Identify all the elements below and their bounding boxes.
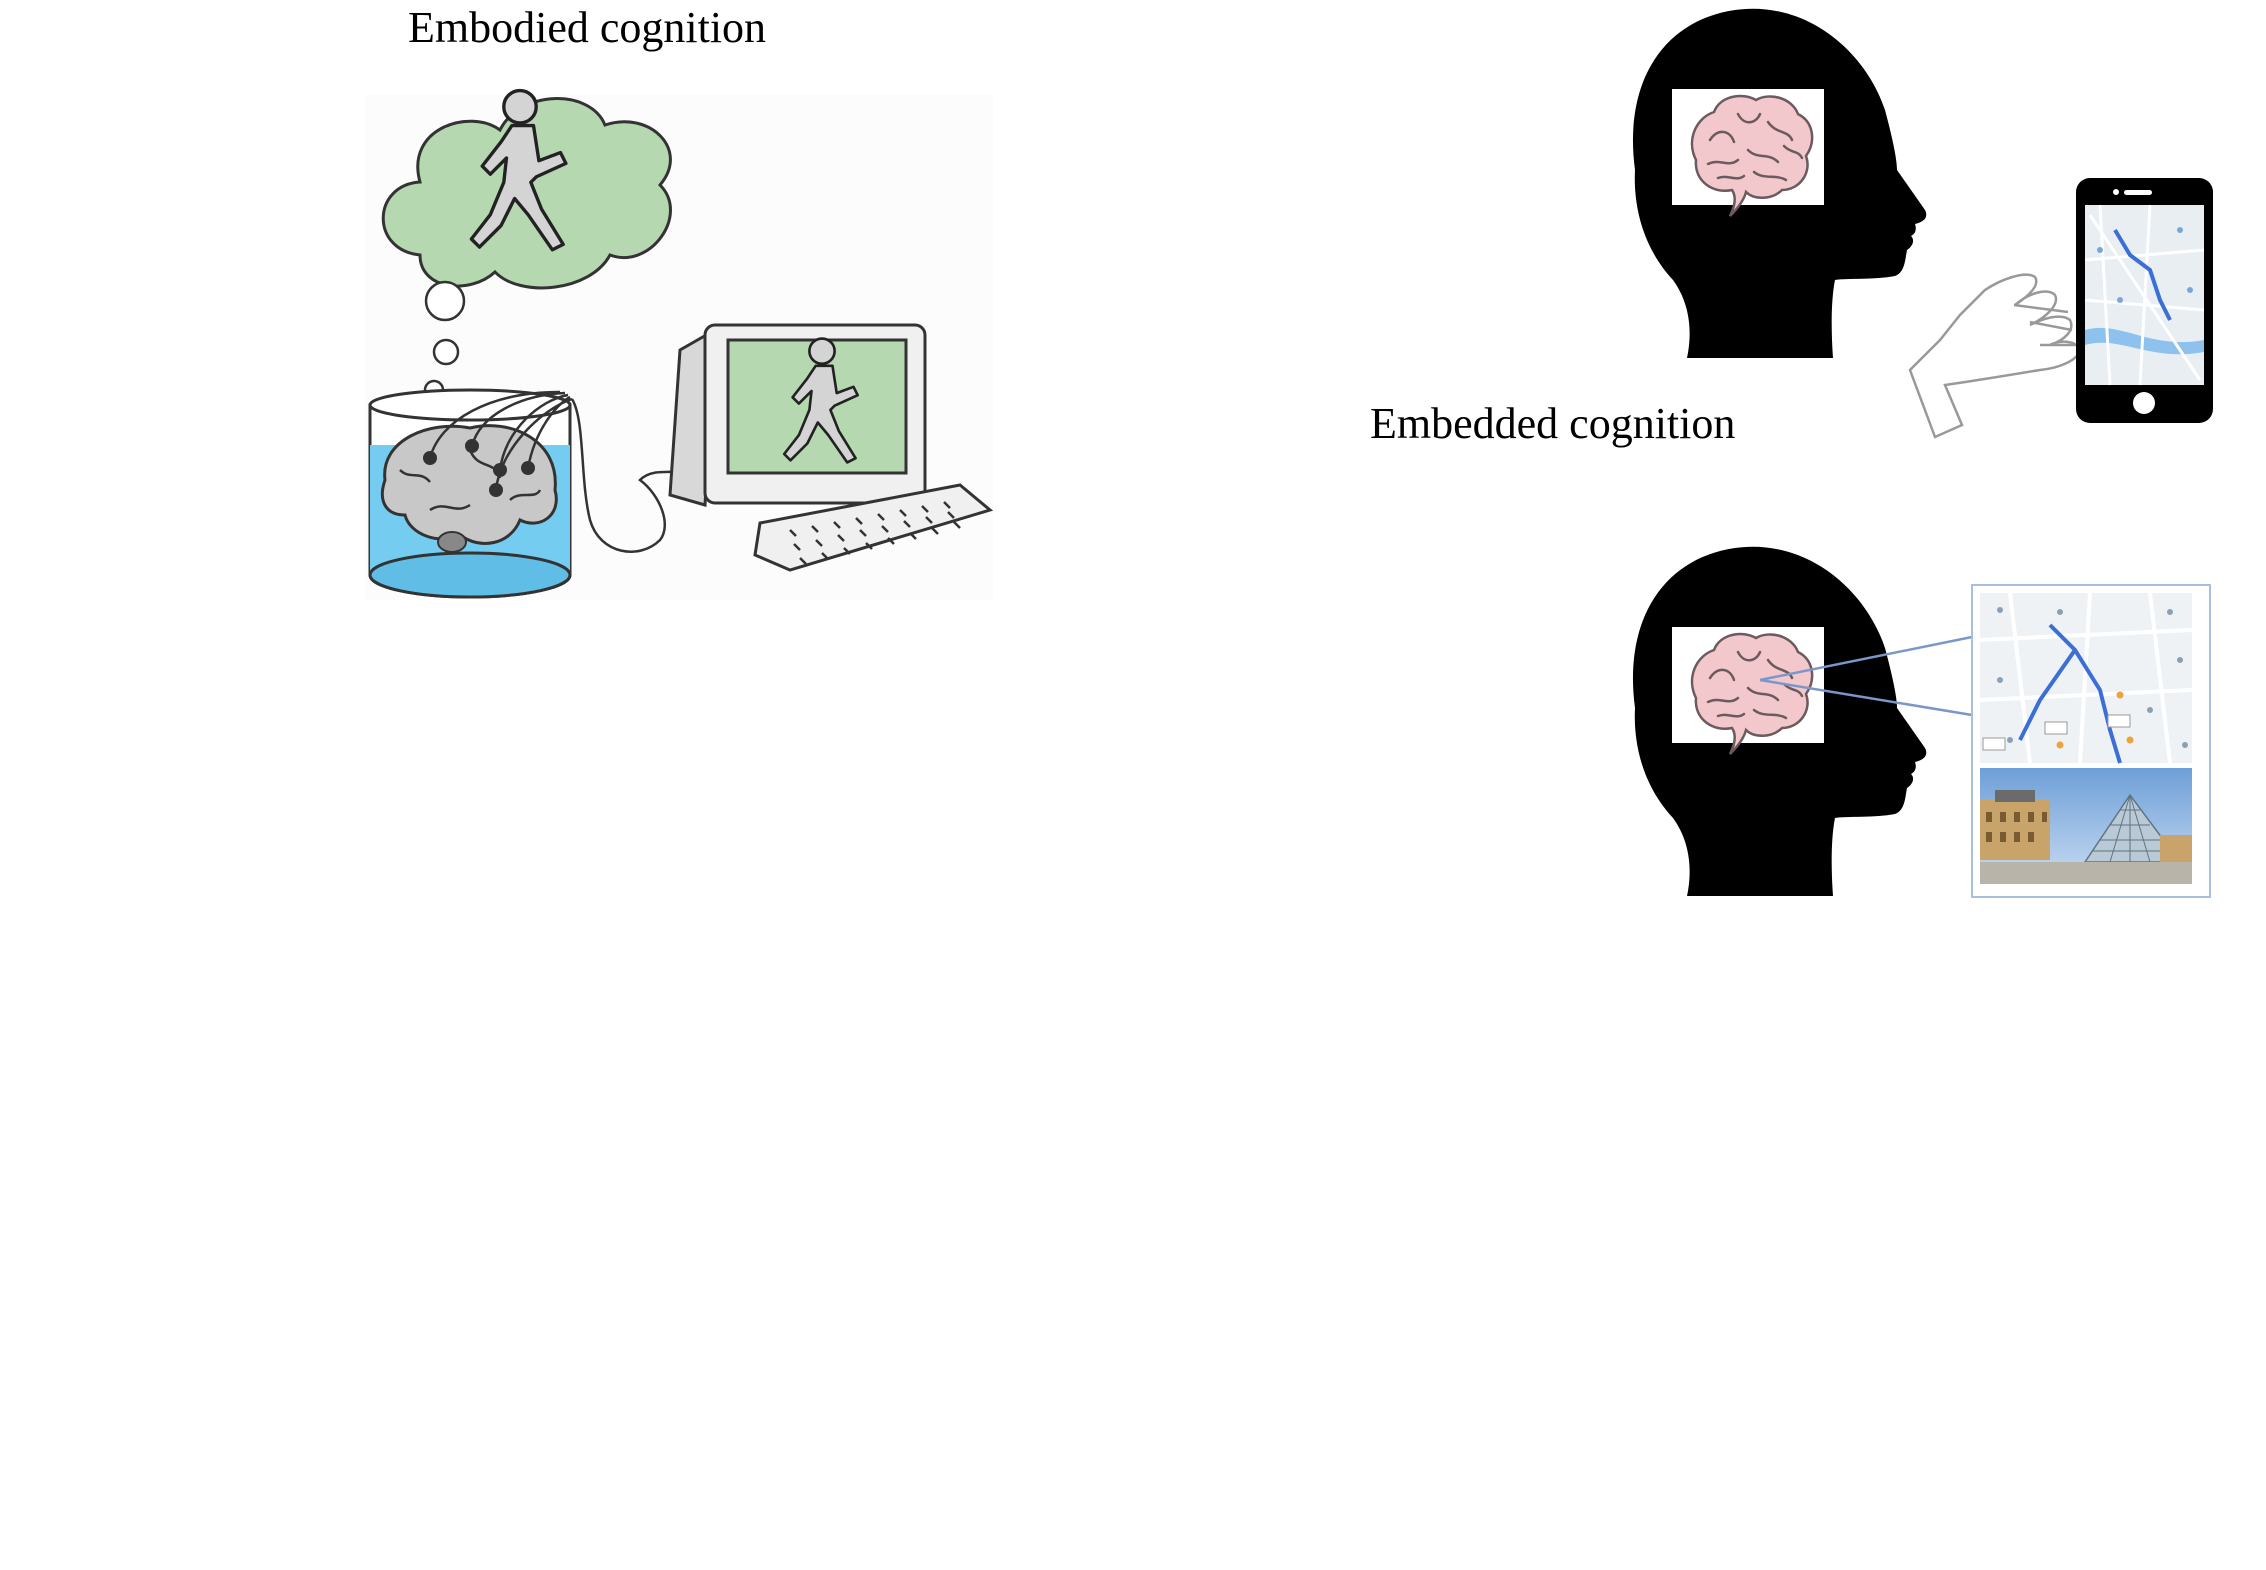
- keyboard-icon: [753, 483, 994, 572]
- smartphone-icon: [2076, 178, 2213, 423]
- louvre-photo-icon: [1980, 768, 2192, 884]
- connector-lines: [1759, 635, 1973, 717]
- embedded-bottom-illustration: [1632, 546, 2211, 898]
- embodied-illustration: [365, 88, 994, 600]
- brain-in-vat-icon: [368, 388, 681, 599]
- map-icon: [2084, 204, 2205, 386]
- embedded-top-illustration: [1632, 8, 2213, 439]
- hand-icon: [1908, 273, 2082, 439]
- embedded-cognition-label: Embedded cognition: [1370, 399, 1736, 448]
- embodied-cognition-label: Embodied cognition: [408, 3, 767, 52]
- computer-monitor-icon: [668, 323, 927, 507]
- map-icon: [1979, 592, 2193, 764]
